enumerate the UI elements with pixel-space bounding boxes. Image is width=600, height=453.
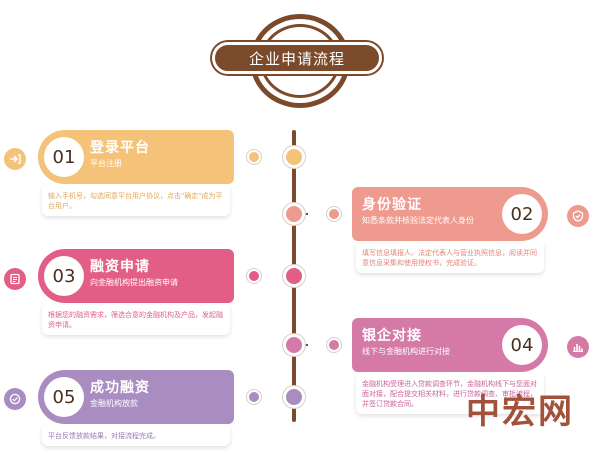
check-circle-icon — [4, 388, 26, 410]
timeline-node-1 — [283, 146, 305, 168]
step-number: 04 — [502, 325, 542, 365]
connector-dot-3 — [247, 269, 261, 283]
step-subtitle: 线下与金融机构进行对接 — [362, 347, 450, 356]
step-subtitle: 金融机构放款 — [90, 399, 138, 408]
step-title: 银企对接 — [362, 328, 422, 344]
step-card-2: 02 身份验证 知悉条款并核验法定代表人身份 填写信息填报人、法定代表人与营业执… — [352, 187, 548, 273]
step-subtitle: 向金融机构提出融资申请 — [90, 278, 178, 287]
shield-check-icon — [567, 205, 589, 227]
step-card-5: 05 成功融资 金融机构放款 平台反馈放款结果，对接流程完成。 — [38, 370, 234, 446]
watermark-logo: 中宏网 — [466, 392, 574, 432]
document-list-icon — [4, 268, 26, 290]
connector-dot-4 — [327, 338, 341, 352]
step-title: 融资申请 — [90, 259, 150, 275]
timeline-node-5 — [283, 386, 305, 408]
step-card-4: 04 银企对接 线下与金融机构进行对接 金融机构受理进入贷款调查环节，金融机构线… — [352, 318, 548, 414]
step-title: 登录平台 — [90, 140, 150, 156]
step-number: 05 — [44, 377, 84, 417]
timeline-node-3 — [283, 265, 305, 287]
step-description: 平台反馈放款结果，对接流程完成。 — [42, 426, 230, 446]
step-card-head: 04 银企对接 线下与金融机构进行对接 — [352, 318, 548, 372]
step-card-3: 03 融资申请 向金融机构提出融资申请 根据您的融资需求，筛选合意的金融机构及产… — [38, 249, 234, 335]
step-description: 金融机构受理进入贷款调查环节，金融机构线下与您面对面对接，配合提交相关材料，进行… — [356, 374, 544, 414]
step-card-head: 01 登录平台 平台注册 — [38, 130, 234, 184]
step-card-head: 03 融资申请 向金融机构提出融资申请 — [38, 249, 234, 303]
login-arrow-icon — [4, 148, 26, 170]
step-subtitle: 知悉条款并核验法定代表人身份 — [362, 216, 474, 225]
step-subtitle: 平台注册 — [90, 159, 122, 168]
step-card-1: 01 登录平台 平台注册 输入手机号，勾选同意平台用户协议，点击"确定"成为平台… — [38, 130, 234, 216]
step-card-head: 05 成功融资 金融机构放款 — [38, 370, 234, 424]
step-description: 输入手机号，勾选同意平台用户协议，点击"确定"成为平台用户。 — [42, 186, 230, 216]
step-description: 根据您的融资需求，筛选合意的金融机构及产品，发起融资申请。 — [42, 305, 230, 335]
timeline-node-2 — [283, 203, 305, 225]
page-title: 企业申请流程 — [212, 42, 382, 74]
step-description: 填写信息填报人、法定代表人与营业执照信息，阅读并同意信息采集和使用授权书，完成验… — [356, 243, 544, 273]
connector-dot-5 — [247, 390, 261, 404]
step-title: 成功融资 — [90, 380, 150, 396]
connector-dot-2 — [327, 207, 341, 221]
timeline-node-4 — [283, 334, 305, 356]
step-title: 身份验证 — [362, 197, 422, 213]
step-card-head: 02 身份验证 知悉条款并核验法定代表人身份 — [352, 187, 548, 241]
step-number: 02 — [502, 194, 542, 234]
connector-dot-1 — [247, 150, 261, 164]
step-number: 03 — [44, 256, 84, 296]
bar-chart-icon — [567, 336, 589, 358]
step-number: 01 — [44, 137, 84, 177]
